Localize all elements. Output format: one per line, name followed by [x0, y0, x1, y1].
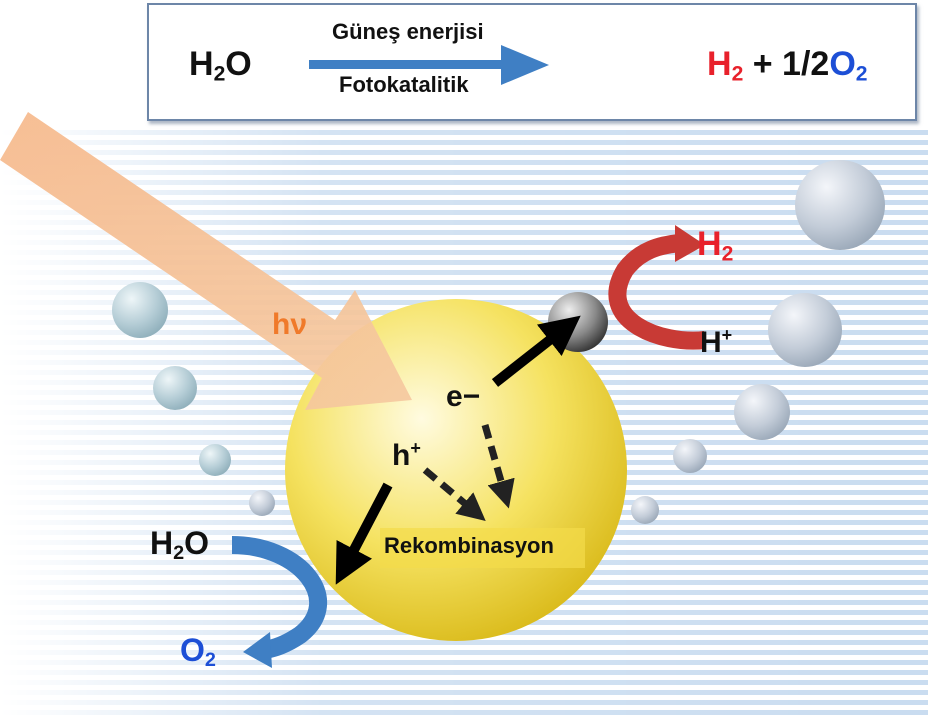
equation-reactant: H2O: [189, 45, 252, 86]
hole-label: h+: [392, 438, 421, 472]
recombination-dashed-arrow-2: [422, 467, 486, 522]
photon-label: hν: [272, 308, 308, 341]
recombination-dashed-arrow-1: [481, 424, 515, 509]
h-plus-label: H+: [700, 325, 733, 359]
equation-condition-bottom: Fotokatalitik: [339, 72, 469, 97]
electron-label: e−: [446, 380, 481, 413]
equation-products: H2 + 1/2O2: [707, 45, 868, 86]
cocatalyst-particle: [548, 292, 608, 352]
red-curved-arrow: [608, 234, 706, 350]
electron-arrow: [491, 315, 581, 387]
o2-product-label: O2: [180, 632, 216, 671]
h2-product-label: H2: [697, 225, 734, 266]
hole-arrow: [335, 482, 393, 585]
equation-condition-top: Güneş enerjisi: [332, 19, 484, 44]
equation-arrow: [309, 45, 549, 85]
recombination-label: Rekombinasyon: [384, 533, 554, 558]
light-beam-arrow: [0, 112, 412, 410]
reaction-equation-box: H2O Güneş enerjisi Fotokatalitik H2 + 1/…: [147, 3, 917, 121]
bubbles: [112, 160, 885, 524]
h2o-reactant-label: H2O: [150, 525, 210, 564]
blue-curved-arrow: [231, 536, 328, 659]
